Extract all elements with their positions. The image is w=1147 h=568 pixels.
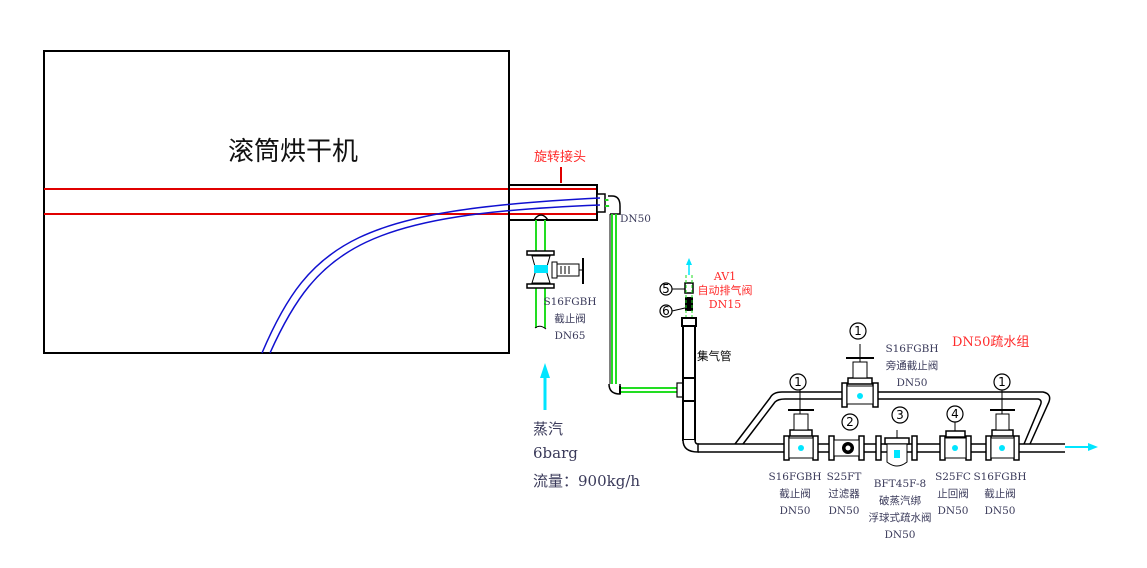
header-bottom-elbow (682, 439, 699, 453)
inlet-valve-name: 截止阀 (554, 312, 586, 325)
steam-label: 蒸汽 (533, 420, 563, 438)
component-2-model: S25FT (827, 471, 862, 483)
vent-exhaust-arrowhead (686, 258, 692, 265)
component-5-callout (993, 373, 1011, 391)
inlet-pipe-top-cap (533, 214, 549, 221)
component-1-name: 截止阀 (779, 487, 811, 500)
header-label: 集气管 (697, 349, 732, 363)
component-4-callout (946, 405, 964, 423)
callout-6-number: 6 (662, 304, 670, 318)
steam-flow: 流量：900kg/h (533, 472, 640, 490)
steam-arrow-head (540, 363, 550, 378)
component-2-callout (841, 413, 859, 431)
component-3-model: BFT45F-8 (874, 478, 926, 490)
component-globe-valve-outlet[interactable] (985, 390, 1020, 461)
air-vent-size: DN15 (709, 298, 741, 311)
callout-6-leader (671, 307, 686, 312)
component-5-model: S16FGBH (973, 471, 1026, 483)
component-3-callout (891, 406, 909, 424)
trap-group-title: DN50疏水组 (952, 335, 1029, 350)
bypass-valve-name: 旁通截止阀 (886, 359, 939, 372)
component-check-valve[interactable] (939, 422, 972, 461)
air-vent-valve[interactable] (685, 297, 693, 311)
component-3-callout-number: 3 (896, 408, 904, 422)
component-1-model: S16FGBH (768, 471, 821, 483)
header-top-cap (681, 317, 697, 327)
component-3-size: DN50 (885, 529, 916, 541)
steam-pressure: 6barg (533, 444, 578, 462)
component-2-callout-number: 2 (846, 415, 854, 429)
component-1-callout (789, 373, 807, 391)
air-vent-name: 自动排气阀 (698, 283, 753, 297)
inlet-pipe-break (534, 325, 547, 330)
siphon-pipe-inner (269, 204, 601, 354)
component-strainer[interactable] (828, 435, 865, 461)
component-4-name: 止回阀 (937, 487, 969, 500)
bypass-valve-model: S16FGBH (885, 343, 938, 355)
component-4-model: S25FC (935, 471, 971, 483)
bypass-valve-size: DN50 (897, 377, 928, 389)
inlet-valve[interactable] (526, 250, 584, 289)
bypass-callout-number: 1 (854, 324, 862, 338)
outlet-arrow-head (1088, 443, 1098, 451)
component-2-name: 过滤器 (828, 487, 860, 500)
component-float-trap[interactable] (875, 430, 918, 467)
component-4-callout-number: 4 (951, 407, 959, 421)
rotary-joint-label: 旋转接头 (534, 149, 586, 165)
component-2-size: DN50 (829, 505, 860, 517)
component-1-size: DN50 (780, 505, 811, 517)
bypass-loop-inner (742, 398, 1042, 445)
inlet-valve-model: S16FGBH (543, 296, 596, 308)
siphon-pipe-outer (261, 197, 601, 354)
air-vent-body[interactable] (684, 282, 694, 294)
air-vent-model: AV1 (713, 270, 736, 283)
component-globe-valve-inlet[interactable] (783, 390, 819, 461)
dryer-title: 滚筒烘干机 (228, 137, 358, 167)
dryer-drum (43, 50, 510, 354)
component-3-name2: 浮球式疏水阀 (869, 511, 932, 524)
component-5-size: DN50 (985, 505, 1016, 517)
callout-5-number: 5 (662, 282, 670, 296)
component-4-size: DN50 (938, 505, 969, 517)
component-3-name: 破蒸汽绑 (879, 494, 921, 507)
bypass-loop-outer (734, 391, 1051, 445)
bypass-valve[interactable] (841, 344, 879, 408)
rotary-joint-flange (596, 193, 606, 213)
component-5-name: 截止阀 (984, 487, 1016, 500)
bypass-callout (849, 322, 867, 340)
outlet-lower-elbow (608, 383, 621, 395)
component-5-callout-number: 1 (998, 375, 1006, 389)
inlet-valve-size: DN65 (555, 330, 586, 342)
outlet-size-label: DN50 (620, 213, 651, 225)
component-1-callout-number: 1 (794, 375, 802, 389)
outlet-elbow (608, 195, 621, 215)
